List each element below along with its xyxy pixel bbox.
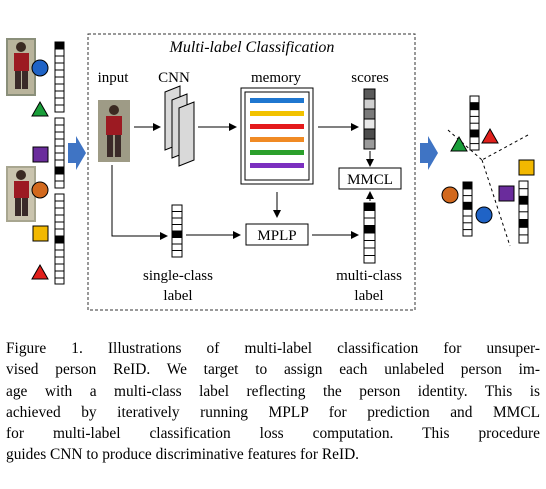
caption-line: Figure 1. Illustrations of multi-label c… <box>6 340 540 357</box>
cluster-orange-circle-icon <box>441 186 459 204</box>
memory-slot <box>250 163 304 168</box>
caption-line: achieved by iteratively running MPLP for… <box>6 403 540 421</box>
memory-slot <box>250 137 304 142</box>
memory-slot <box>250 124 304 129</box>
label-bar-middle <box>54 117 65 189</box>
mplp-label: MPLP <box>257 228 296 244</box>
memory-label: memory <box>251 70 301 86</box>
person-image-top <box>6 38 36 96</box>
flow-arrow-right-icon <box>420 136 438 170</box>
label-bar-bottom <box>54 193 65 285</box>
flow-arrow-left-icon <box>68 136 86 170</box>
blue-circle-icon <box>31 59 49 77</box>
single-class-label-line2: label <box>163 288 192 304</box>
caption-line: vised person ReID. We target to assign e… <box>6 361 540 379</box>
diagram-title: Multi-label Classification <box>169 39 335 56</box>
red-triangle-icon <box>31 263 49 280</box>
orange-circle-icon <box>31 181 49 199</box>
input-person-image <box>98 100 130 162</box>
green-triangle-icon <box>31 100 49 117</box>
figure-caption: Figure 1. Illustrations of multi-label c… <box>6 338 540 466</box>
mmcl-box <box>338 167 402 190</box>
cluster-green-triangle-icon <box>450 135 468 152</box>
caption-line: guides CNN to produce discriminative fea… <box>6 446 360 464</box>
yellow-square-icon <box>32 225 49 242</box>
left-samples <box>6 38 65 285</box>
memory-slot <box>250 150 304 155</box>
person-image-bottom <box>6 166 36 222</box>
mplp-box <box>245 223 309 246</box>
cnn-label: CNN <box>158 70 190 86</box>
cnn-layers <box>164 85 195 167</box>
multi-label-frame <box>87 33 416 311</box>
single-class-bar <box>171 204 183 258</box>
multi-class-label-line1: multi-class <box>336 268 402 284</box>
caption-line: age with a multi-class label reflecting … <box>6 382 540 400</box>
memory-slot <box>250 111 304 116</box>
multi-class-label-line2: label <box>354 288 383 304</box>
scores-label: scores <box>351 70 389 86</box>
multi-label-classification-figure: Multi-label Classification input CNN mem… <box>6 33 535 311</box>
mmcl-label: MMCL <box>347 172 393 188</box>
cluster-purple-square-icon <box>498 185 515 202</box>
purple-square-icon <box>32 146 49 163</box>
single-class-label-line1: single-class <box>143 268 213 284</box>
cluster-yellow-square-icon <box>518 159 535 176</box>
arrow-input-to-single-class <box>111 165 168 240</box>
memory-bank <box>240 87 314 185</box>
multi-class-bar <box>363 202 376 264</box>
input-label: input <box>98 70 130 86</box>
label-bar-top <box>54 41 65 113</box>
memory-slot <box>250 98 304 103</box>
caption-line: for multi-label classification loss comp… <box>6 425 540 443</box>
scores-bar <box>363 88 376 150</box>
cluster-red-triangle-icon <box>481 127 499 144</box>
label-space <box>441 95 535 247</box>
cluster-blue-circle-icon <box>475 206 493 224</box>
